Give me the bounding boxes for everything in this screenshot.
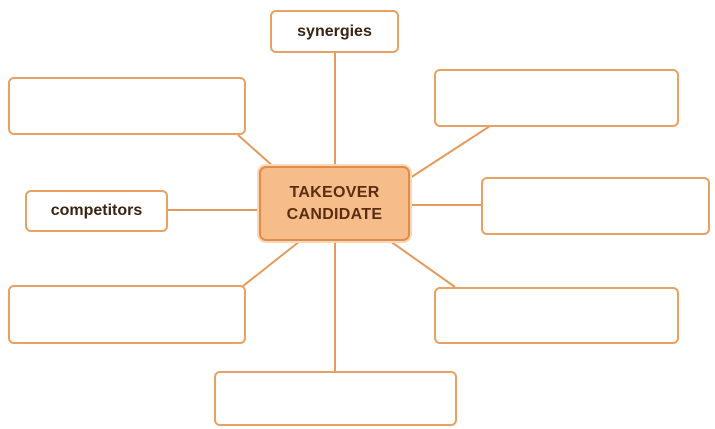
node-upper-left <box>8 77 246 135</box>
center-node-line1: TAKEOVER <box>289 183 380 201</box>
node-top-label: synergies <box>297 22 372 40</box>
connector-lower-right <box>389 240 456 288</box>
node-right <box>481 177 710 235</box>
node-lower-right <box>434 287 679 344</box>
connector-upper-right <box>409 125 491 179</box>
node-top: synergies <box>270 10 399 53</box>
center-node-line2: CANDIDATE <box>286 205 383 223</box>
node-bottom <box>214 371 457 426</box>
connector-upper-left <box>237 134 276 169</box>
connector-lower-left <box>237 240 301 291</box>
node-left: competitors <box>25 190 168 232</box>
node-lower-left <box>8 285 246 344</box>
node-left-label: competitors <box>50 202 143 219</box>
node-upper-right <box>434 69 679 127</box>
center-node: TAKEOVER CANDIDATE <box>259 166 410 241</box>
